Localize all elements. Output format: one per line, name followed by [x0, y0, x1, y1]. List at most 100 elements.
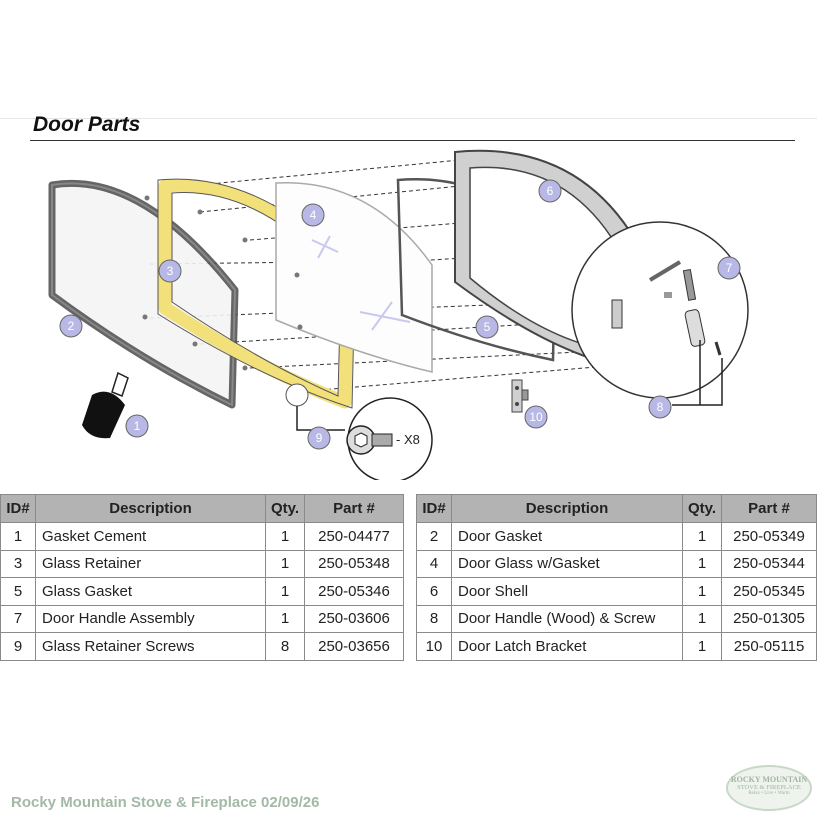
svg-text:5: 5	[484, 320, 491, 334]
cell-id: 8	[416, 604, 452, 633]
callout-markers: 1 2 3 4 5 6 7 8 9 10	[59, 179, 741, 450]
gasket-cement-bottle	[82, 371, 129, 439]
cell-description: Glass Gasket	[35, 577, 266, 606]
cell-id: 1	[0, 522, 36, 551]
cell-description: Door Gasket	[451, 522, 683, 551]
callout-6: 6	[538, 179, 562, 203]
svg-text:1: 1	[134, 419, 141, 433]
logo-line-1: ROCKY MOUNTAIN	[730, 775, 808, 784]
col-header-qty: Qty.	[682, 494, 722, 523]
cell-qty: 1	[682, 604, 722, 633]
col-header-description: Description	[35, 494, 266, 523]
col-header-id: ID#	[416, 494, 452, 523]
logo-line-3: Relax • Live • Warm	[748, 791, 790, 796]
cell-description: Door Shell	[451, 577, 683, 606]
svg-text:4: 4	[310, 208, 317, 222]
svg-text:10: 10	[529, 410, 543, 424]
cell-part: 250-04477	[304, 522, 404, 551]
callout-2: 2	[59, 314, 83, 338]
cell-part: 250-05345	[721, 577, 817, 606]
cell-part: 250-05348	[304, 549, 404, 578]
logo-line-2: STOVE & FIREPLACE	[737, 784, 801, 791]
cell-part: 250-01305	[721, 604, 817, 633]
callout-3: 3	[158, 259, 182, 283]
svg-text:3: 3	[167, 264, 174, 278]
glass-retainer	[158, 178, 355, 409]
footer-text: Rocky Mountain Stove & Fireplace 02/09/2…	[11, 794, 320, 811]
cell-id: 9	[0, 632, 36, 661]
callout-4: 4	[301, 203, 325, 227]
cell-id: 7	[0, 604, 36, 633]
col-header-description: Description	[451, 494, 683, 523]
cell-description: Glass Retainer Screws	[35, 632, 266, 661]
svg-text:7: 7	[726, 261, 733, 275]
cell-qty: 1	[265, 604, 305, 633]
cell-qty: 1	[682, 577, 722, 606]
cell-qty: 1	[265, 577, 305, 606]
cell-id: 2	[416, 522, 452, 551]
col-header-part: Part #	[721, 494, 817, 523]
cell-id: 6	[416, 577, 452, 606]
cell-id: 4	[416, 549, 452, 578]
cell-part: 250-05344	[721, 549, 817, 578]
cell-part: 250-03606	[304, 604, 404, 633]
cell-id: 5	[0, 577, 36, 606]
cell-part: 250-03656	[304, 632, 404, 661]
retainer-screws	[142, 195, 303, 371]
cell-qty: 1	[265, 522, 305, 551]
cell-description: Door Glass w/Gasket	[451, 549, 683, 578]
door-gasket	[48, 179, 239, 409]
cell-description: Door Latch Bracket	[451, 632, 683, 661]
company-logo: ROCKY MOUNTAIN STOVE & FIREPLACE Relax •…	[726, 765, 812, 811]
table-header-row: ID# Description Qty. Part #	[416, 494, 817, 523]
svg-text:6: 6	[547, 184, 554, 198]
cell-description: Door Handle Assembly	[35, 604, 266, 633]
exploded-door-diagram: - X8 1 2 3 4 5 6 7 8 9 10	[48, 149, 749, 480]
cell-qty: 1	[682, 632, 722, 661]
callout-7: 7	[717, 256, 741, 280]
cell-part: 250-05349	[721, 522, 817, 551]
callout-1: 1	[125, 414, 149, 438]
callout-5: 5	[475, 315, 499, 339]
cell-qty: 1	[682, 549, 722, 578]
cell-qty: 8	[265, 632, 305, 661]
cell-part: 250-05115	[721, 632, 817, 661]
callout-10: 10	[524, 405, 548, 429]
col-header-qty: Qty.	[265, 494, 305, 523]
svg-text:8: 8	[657, 400, 664, 414]
cell-description: Gasket Cement	[35, 522, 266, 551]
svg-text:2: 2	[68, 319, 75, 333]
table-header-row: ID# Description Qty. Part #	[0, 494, 404, 523]
cell-part: 250-05346	[304, 577, 404, 606]
cell-description: Glass Retainer	[35, 549, 266, 578]
page-title: Door Parts	[33, 113, 141, 136]
door-glass	[275, 182, 433, 373]
col-header-part: Part #	[304, 494, 404, 523]
top-rule	[0, 118, 817, 119]
screw-detail: - X8	[285, 383, 433, 480]
title-rule	[30, 140, 795, 141]
cell-id: 10	[416, 632, 452, 661]
cell-qty: 1	[682, 522, 722, 551]
door-latch-bracket	[511, 379, 529, 413]
screw-qty-label: - X8	[396, 432, 420, 447]
cell-qty: 1	[265, 549, 305, 578]
callout-9: 9	[307, 426, 331, 450]
cell-description: Door Handle (Wood) & Screw	[451, 604, 683, 633]
svg-text:9: 9	[316, 431, 323, 445]
cell-id: 3	[0, 549, 36, 578]
col-header-id: ID#	[0, 494, 36, 523]
callout-8: 8	[648, 395, 672, 419]
